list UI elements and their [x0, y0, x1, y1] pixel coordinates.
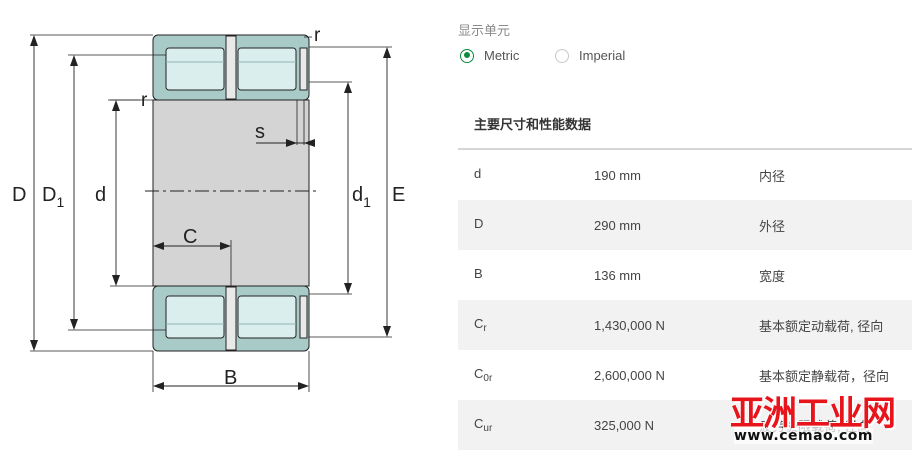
row-desc: 基本额定动载荷, 径向	[759, 318, 884, 334]
row-symbol: Cr	[474, 316, 487, 334]
radio-imperial[interactable]: Imperial	[555, 48, 625, 63]
table-row: B 136 mm 宽度	[458, 250, 912, 300]
radio-metric[interactable]: Metric	[460, 48, 519, 63]
spec-table: d 190 mm 内径 D 290 mm 外径 B 136 mm 宽度 Cr 1…	[458, 150, 912, 450]
section-title: 主要尺寸和性能数据	[474, 117, 592, 132]
label-D1: D1	[42, 184, 64, 210]
roller-top-left	[165, 47, 225, 91]
row-value: 190 mm	[594, 167, 641, 183]
label-r-top: r	[314, 25, 321, 46]
row-desc: 外径	[759, 218, 786, 234]
table-row: d 190 mm 内径	[458, 150, 912, 200]
radio-unchecked-icon	[555, 48, 569, 63]
row-value: 2,600,000 N	[594, 367, 665, 383]
label-D: D	[12, 184, 26, 206]
watermark-title: 亚洲工业网	[730, 394, 896, 434]
table-divider	[458, 148, 912, 150]
table-row: C0r 2,600,000 N 基本额定静载荷，径向	[458, 350, 912, 400]
row-symbol: D	[474, 216, 484, 231]
watermark-logo: 亚洲工业网 www.cemao.com	[726, 386, 912, 448]
label-d1: d1	[352, 184, 371, 210]
row-symbol: d	[474, 166, 482, 181]
row-value: 325,000 N	[594, 417, 654, 433]
label-B: B	[224, 367, 237, 389]
row-symbol: B	[474, 266, 483, 281]
table-row: Cr 1,430,000 N 基本额定动载荷, 径向	[458, 300, 912, 350]
row-symbol: C0r	[474, 366, 493, 384]
label-E: E	[392, 184, 405, 206]
row-value: 136 mm	[594, 267, 641, 283]
row-symbol: Cur	[474, 416, 493, 434]
radio-metric-label: Metric	[484, 48, 520, 63]
roller-bottom-left	[165, 295, 225, 339]
label-s: s	[255, 121, 265, 143]
label-r-inner: r	[141, 90, 148, 111]
bearing-drawing: D D1 d d1 E B C s r r	[12, 25, 405, 392]
spec-panel: 显示单元 Metric Imperial 主要尺寸和性能数据 d 190 mm …	[458, 0, 912, 454]
roller-top-right	[237, 47, 297, 91]
row-value: 290 mm	[594, 217, 641, 233]
row-desc: 基本额定静载荷，径向	[759, 368, 890, 384]
label-d: d	[95, 184, 106, 206]
units-label: 显示单元	[458, 23, 511, 38]
label-C: C	[183, 226, 197, 248]
roller-bottom-right	[237, 295, 297, 339]
watermark-url: www.cemao.com	[734, 428, 873, 444]
row-value: 1,430,000 N	[594, 317, 665, 333]
radio-imperial-label: Imperial	[579, 48, 626, 63]
row-desc: 宽度	[759, 268, 786, 284]
radio-checked-icon	[460, 48, 474, 63]
table-row: D 290 mm 外径	[458, 200, 912, 250]
row-desc: 内径	[759, 168, 786, 184]
